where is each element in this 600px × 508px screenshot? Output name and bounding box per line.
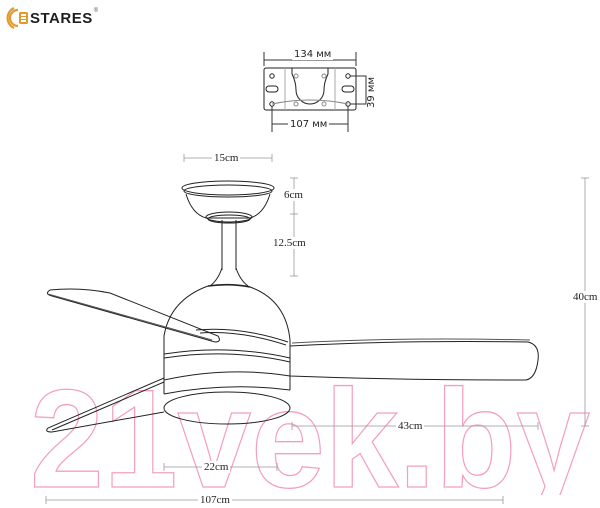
registered-mark: ®	[93, 8, 99, 14]
bracket-height-label: 39 мм	[366, 77, 377, 108]
bracket-hole-spacing-label: 107 мм	[288, 119, 330, 130]
brand-logo: STARES ®	[6, 6, 98, 30]
downrod-length-label: 12.5cm	[271, 237, 308, 249]
brand-name: STARES	[30, 9, 93, 27]
fan-blade-left-bottom	[46, 377, 165, 433]
fan-blade-right	[289, 341, 539, 381]
blade-length-label: 43cm	[396, 420, 425, 432]
total-height-label: 40cm	[571, 291, 600, 303]
estares-wave-icon	[6, 7, 28, 29]
mounting-bracket	[263, 52, 367, 132]
canopy	[181, 180, 275, 224]
light-diameter-label: 22cm	[202, 461, 231, 473]
downrod	[221, 220, 237, 270]
motor-housing	[163, 267, 291, 425]
total-span-label: 107cm	[198, 494, 232, 506]
canopy-diameter-label: 15cm	[212, 152, 241, 164]
bracket-width-label: 134 мм	[292, 49, 334, 60]
canopy-height-label: 6cm	[282, 189, 305, 201]
fan-blade-left-top	[46, 288, 220, 343]
